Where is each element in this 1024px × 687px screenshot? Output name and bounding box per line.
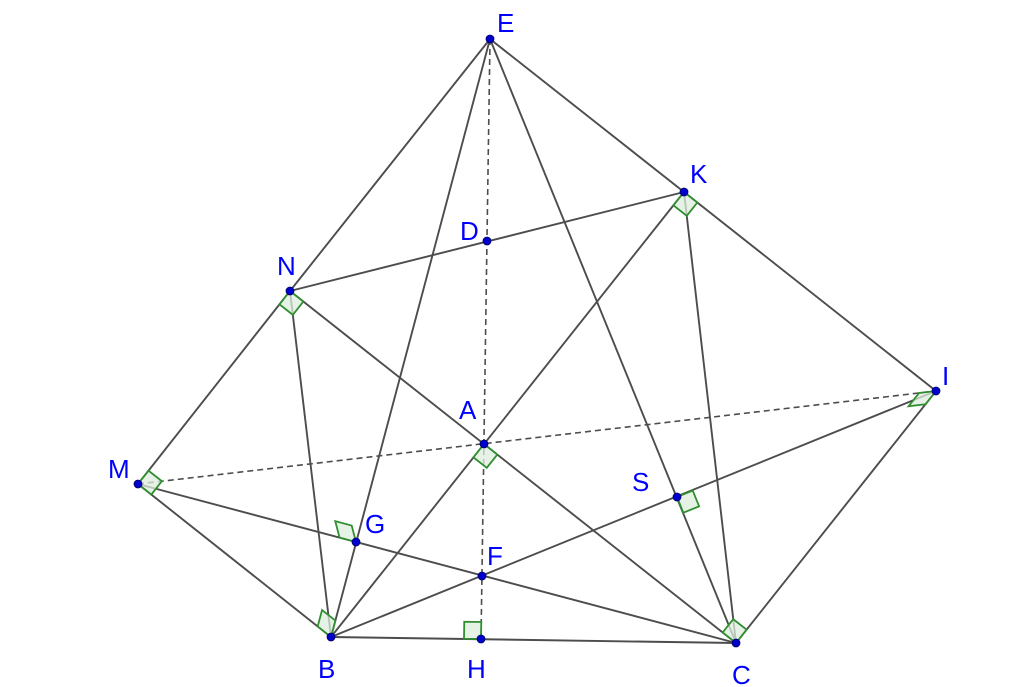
- segment-EC: [489, 38, 737, 644]
- segment-NC: [289, 290, 737, 644]
- point-G: [351, 537, 361, 547]
- right-angle-mark-N: [278, 289, 305, 317]
- point-label-A: A: [459, 395, 477, 425]
- point-label-D: D: [460, 216, 479, 246]
- points-group: [133, 34, 941, 648]
- point-label-B: B: [318, 654, 335, 684]
- point-M: [133, 479, 143, 489]
- point-B: [326, 632, 336, 642]
- dashed-segments-group: [137, 38, 937, 640]
- point-F: [477, 571, 487, 581]
- segments-group: [137, 38, 937, 644]
- segment-EN: [289, 38, 491, 292]
- dashed-segment-EH: [480, 38, 491, 640]
- point-N: [285, 286, 295, 296]
- right-angle-mark-H: [463, 620, 483, 640]
- point-H: [476, 634, 486, 644]
- point-D: [482, 236, 492, 246]
- point-label-M: M: [108, 454, 130, 484]
- right-angle-mark-G: [333, 519, 358, 544]
- segment-NM: [137, 290, 291, 485]
- segment-MC: [137, 483, 737, 644]
- dashed-segment-MI: [137, 390, 937, 485]
- right-angle-mark-M: [136, 469, 164, 496]
- point-label-K: K: [690, 159, 708, 189]
- labels-group: E D K N I A M S G F B H C: [108, 8, 949, 687]
- point-I: [931, 386, 941, 396]
- right-angle-mark-B: [316, 608, 337, 639]
- segment-IC: [735, 390, 937, 644]
- point-label-F: F: [487, 541, 503, 571]
- right-angle-mark-K: [672, 190, 699, 218]
- right-angle-mark-C: [721, 617, 748, 645]
- point-S: [672, 492, 682, 502]
- point-label-I: I: [942, 361, 949, 391]
- right-angle-mark-I: [906, 389, 939, 408]
- segment-EB: [330, 38, 491, 638]
- right-angle-marks-group: [136, 190, 939, 645]
- segment-EK: [489, 38, 685, 193]
- point-label-E: E: [497, 8, 514, 38]
- right-angle-mark-S: [675, 489, 701, 514]
- point-label-N: N: [277, 251, 296, 281]
- point-A: [479, 439, 489, 449]
- point-label-C: C: [732, 660, 751, 687]
- segment-BC: [330, 636, 737, 644]
- point-C: [731, 638, 741, 648]
- point-label-S: S: [632, 467, 649, 497]
- segment-KI: [683, 191, 937, 392]
- point-E: [485, 34, 495, 44]
- segment-KB: [330, 191, 685, 638]
- segment-MB: [137, 483, 332, 638]
- point-label-H: H: [467, 654, 486, 684]
- point-label-G: G: [365, 509, 385, 539]
- right-angle-mark-A: [472, 442, 499, 470]
- point-K: [679, 187, 689, 197]
- segment-IB: [330, 390, 937, 638]
